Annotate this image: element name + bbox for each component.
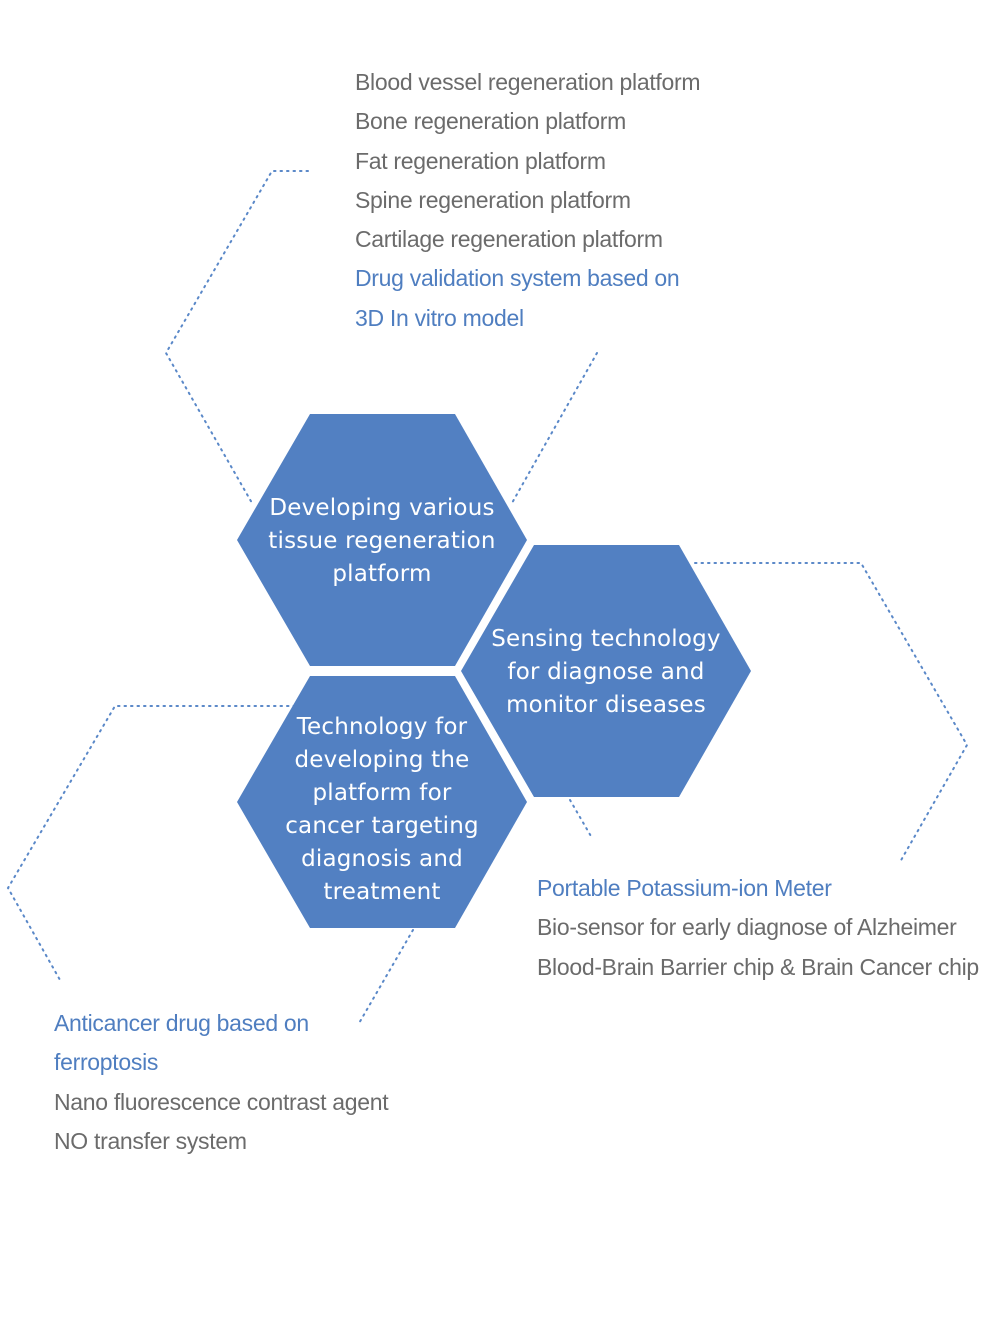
list-item-highlight: Drug validation system based on bbox=[355, 265, 680, 292]
list-item: NO transfer system bbox=[54, 1127, 247, 1154]
hex-label-sensing: Sensing technology for diagnose and moni… bbox=[461, 623, 751, 722]
list-item: Bio-sensor for early diagnose of Alzheim… bbox=[537, 914, 957, 941]
list-item-highlight: 3D In vitro model bbox=[355, 304, 524, 331]
sensing-technology-list: Portable Potassium-ion Meter Bio-sensor … bbox=[537, 869, 979, 987]
list-item: Nano fluorescence contrast agent bbox=[54, 1088, 389, 1115]
list-item-highlight: Portable Potassium-ion Meter bbox=[537, 875, 832, 901]
hexagon-sensing-technology bbox=[461, 545, 751, 797]
hex-label-line: cancer targeting bbox=[285, 813, 479, 839]
connector-tissue-left bbox=[164, 170, 309, 504]
hex-label-line: Developing various bbox=[269, 495, 495, 521]
connector-tissue-right bbox=[511, 352, 598, 504]
hexagon-tissue-regeneration bbox=[237, 414, 527, 666]
connector-cancer-left bbox=[6, 705, 296, 981]
hex-label-tissue: Developing various tissue regeneration p… bbox=[237, 492, 527, 591]
hex-label-cancer: Technology for developing the platform f… bbox=[237, 711, 527, 909]
list-item-highlight: Anticancer drug based on bbox=[54, 1010, 309, 1036]
dotted-connectors bbox=[6, 170, 969, 1026]
hex-label-line: platform bbox=[332, 561, 432, 587]
connector-sensing bbox=[694, 562, 969, 863]
connector-cancer-right bbox=[357, 929, 414, 1026]
connector-sensing-lower bbox=[569, 799, 593, 839]
hexagon-cancer-targeting bbox=[237, 676, 527, 928]
hex-label-line: diagnosis and bbox=[301, 846, 463, 872]
hex-label-line: monitor diseases bbox=[506, 692, 706, 718]
list-item-highlight: ferroptosis bbox=[54, 1049, 159, 1076]
list-item: Blood-Brain Barrier chip & Brain Cancer … bbox=[537, 953, 979, 980]
hex-label-line: for diagnose and bbox=[507, 659, 705, 685]
hex-label-line: tissue regeneration bbox=[268, 528, 496, 554]
hex-label-line: Sensing technology bbox=[491, 626, 721, 652]
list-item: Blood vessel regeneration platform bbox=[355, 69, 701, 95]
hex-label-line: developing the bbox=[294, 747, 470, 773]
list-item: Bone regeneration platform bbox=[355, 108, 626, 135]
list-item: Spine regeneration platform bbox=[355, 186, 631, 213]
hex-label-line: Technology for bbox=[296, 714, 468, 740]
cancer-targeting-list: Anticancer drug based on ferroptosis Nan… bbox=[54, 1004, 389, 1161]
hex-label-line: platform for bbox=[312, 780, 452, 806]
tissue-platform-list: Blood vessel regeneration platform Bone … bbox=[355, 63, 701, 338]
list-item: Fat regeneration platform bbox=[355, 147, 606, 174]
list-item: Cartilage regeneration platform bbox=[355, 226, 663, 253]
hex-label-line: treatment bbox=[323, 879, 441, 905]
